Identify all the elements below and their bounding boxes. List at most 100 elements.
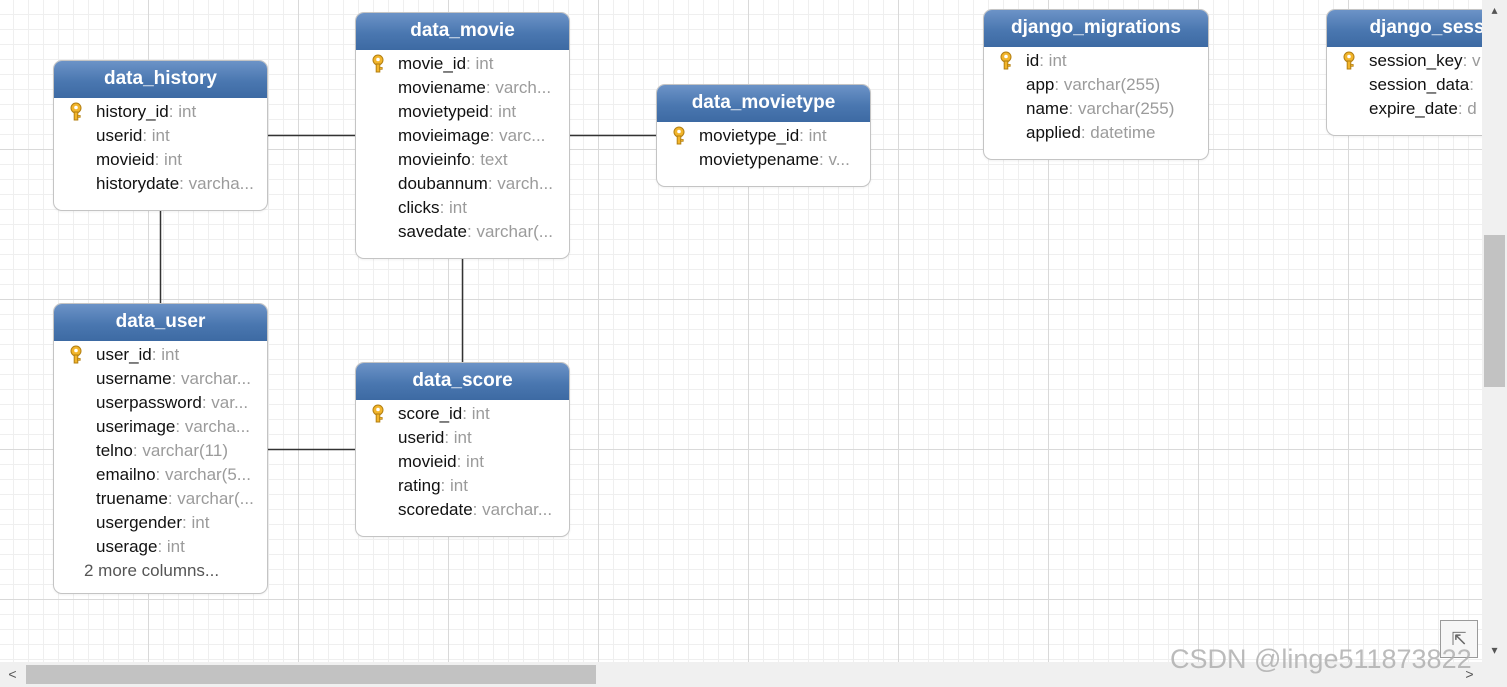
column-name: user_id (96, 345, 152, 364)
table-title[interactable]: data_movietype (657, 85, 870, 122)
column-name: movieid (398, 452, 457, 471)
column-type: : int (142, 126, 170, 145)
scroll-right-icon[interactable]: > (1465, 666, 1474, 682)
column-name: clicks (398, 198, 440, 217)
column-row[interactable]: userage: int (54, 535, 267, 559)
column-type: : int (462, 404, 490, 423)
column-name: telno (96, 441, 133, 460)
column-type: : var... (201, 393, 249, 412)
table-title[interactable]: data_movie (356, 13, 569, 50)
column-row[interactable]: truename: varchar(... (54, 487, 267, 511)
table-title[interactable]: django_migrations (984, 10, 1208, 47)
column-row[interactable]: movieid: int (356, 450, 569, 474)
resize-corner-icon[interactable]: ⇱ (1440, 620, 1478, 658)
column-row[interactable]: history_id: int (54, 100, 267, 124)
column-row[interactable]: session_key: v (1327, 49, 1482, 73)
column-name: score_id (398, 404, 463, 423)
column-row[interactable]: userid: int (356, 426, 569, 450)
column-row[interactable]: movieinfo: text (356, 148, 569, 172)
column-type: : varchar(... (467, 222, 553, 241)
column-type: : varchar(255) (1054, 75, 1161, 94)
table-title[interactable]: data_history (54, 61, 267, 98)
table-title[interactable]: django_sess (1327, 10, 1482, 47)
column-row[interactable]: app: varchar(255) (984, 73, 1208, 97)
column-type: : int (151, 345, 180, 364)
column-type: : varc... (489, 126, 546, 145)
column-row[interactable]: movieid: int (54, 148, 267, 172)
scroll-up-icon[interactable]: ▴ (1491, 3, 1498, 17)
column-type: : varcha... (179, 174, 254, 193)
column-type: : int (157, 537, 185, 556)
column-name: id (1026, 51, 1040, 70)
column-type: : varchar(11) (132, 441, 228, 460)
column-row[interactable]: movietype_id: int (657, 124, 870, 148)
column-name: userid (96, 126, 143, 145)
column-row[interactable]: applied: datetime (984, 121, 1208, 145)
column-row[interactable]: emailno: varchar(5... (54, 463, 267, 487)
column-row[interactable]: score_id: int (356, 402, 569, 426)
column-type: : (1469, 75, 1474, 94)
column-type: : varcha... (175, 417, 251, 436)
column-type: : int (1039, 51, 1067, 70)
column-row[interactable]: username: varchar... (54, 367, 267, 391)
column-name: historydate (96, 174, 180, 193)
table-title[interactable]: data_score (356, 363, 569, 400)
column-row[interactable]: userid: int (54, 124, 267, 148)
column-name: rating (398, 476, 441, 495)
more-columns-link[interactable]: 2 more columns... (84, 561, 220, 580)
column-row[interactable]: movietypename: v... (657, 148, 870, 172)
column-row[interactable]: userimage: varcha... (54, 415, 267, 439)
column-row[interactable]: usergender: int (54, 511, 267, 535)
scroll-down-icon[interactable]: ▾ (1491, 643, 1498, 657)
column-name: session_data (1369, 75, 1470, 94)
column-row[interactable]: movie_id: int (356, 52, 569, 76)
column-name: emailno (96, 465, 156, 484)
column-row[interactable]: scoredate: varchar... (356, 498, 569, 522)
column-row[interactable]: userpassword: var... (54, 391, 267, 415)
column-type: : varchar(... (167, 489, 254, 508)
column-type: : varch... (485, 78, 552, 97)
key-icon (368, 54, 388, 74)
vertical-scroll-thumb[interactable] (1484, 235, 1505, 387)
column-row[interactable]: rating: int (356, 474, 569, 498)
column-row[interactable]: session_data: (1327, 73, 1482, 97)
column-row[interactable]: movieimage: varc... (356, 124, 569, 148)
column-name: expire_date (1369, 99, 1458, 118)
column-row[interactable]: name: varchar(255) (984, 97, 1208, 121)
column-row[interactable]: clicks: int (356, 196, 569, 220)
column-name: truename (96, 489, 168, 508)
key-icon (66, 102, 86, 122)
vertical-scrollbar[interactable]: ▴ ▾ (1482, 0, 1507, 662)
column-name: doubannum (398, 174, 488, 193)
column-row[interactable]: telno: varchar(11) (54, 439, 267, 463)
column-type: : int (444, 428, 472, 447)
key-icon (669, 126, 689, 146)
column-row[interactable]: doubannum: varch... (356, 172, 569, 196)
column-type: : v (1462, 51, 1481, 70)
column-row[interactable]: user_id: int (54, 343, 267, 367)
column-type: : int (466, 54, 494, 73)
column-row[interactable]: movietypeid: int (356, 100, 569, 124)
column-name: usergender (96, 513, 183, 532)
column-type: : varchar(5... (155, 465, 251, 484)
column-row[interactable]: expire_date: d (1327, 97, 1482, 121)
scroll-left-icon[interactable]: < (8, 666, 17, 682)
column-row[interactable]: moviename: varch... (356, 76, 569, 100)
horizontal-scrollbar[interactable]: < > (0, 662, 1507, 687)
column-row[interactable]: id: int (984, 49, 1208, 73)
column-row[interactable]: historydate: varcha... (54, 172, 267, 196)
key-icon (368, 404, 388, 424)
table-title[interactable]: data_user (54, 304, 267, 341)
column-row[interactable]: savedate: varchar(... (356, 220, 569, 244)
horizontal-scroll-thumb[interactable] (26, 665, 596, 684)
